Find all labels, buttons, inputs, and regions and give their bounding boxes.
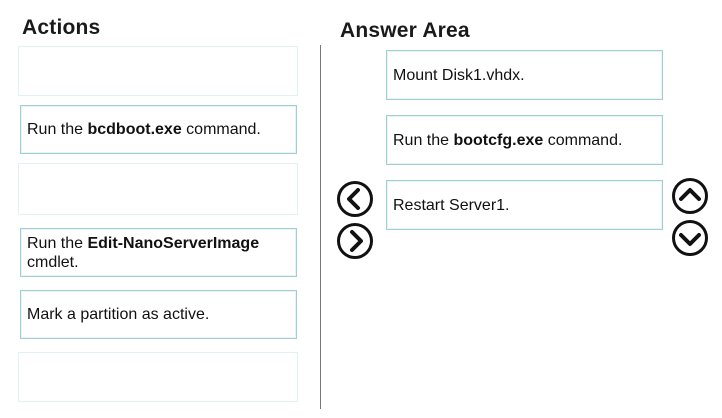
action-slot-empty bbox=[18, 352, 298, 402]
chevron-right-circle-icon bbox=[337, 223, 373, 259]
action-item-label: Run the bcdboot.exe command. bbox=[27, 121, 261, 138]
divider bbox=[320, 45, 321, 409]
chevron-down-circle-icon bbox=[672, 220, 708, 256]
action-item-mark-partition[interactable]: Mark a partition as active. bbox=[20, 290, 297, 339]
chevron-up-circle-icon bbox=[672, 178, 708, 214]
move-right-button[interactable] bbox=[336, 222, 374, 260]
action-slot-empty bbox=[18, 46, 298, 96]
action-item-bcdboot[interactable]: Run the bcdboot.exe command. bbox=[20, 105, 297, 154]
answer-item-label: Mount Disk1.vhdx. bbox=[393, 66, 525, 84]
chevron-left-circle-icon bbox=[337, 181, 373, 217]
action-slot-empty bbox=[18, 163, 298, 215]
answer-item-bootcfg[interactable]: Run the bootcfg.exe command. bbox=[386, 115, 663, 165]
action-item-edit-nanoserverimage[interactable]: Run the Edit-NanoServerImage cmdlet. bbox=[20, 228, 297, 277]
actions-heading: Actions bbox=[22, 16, 101, 39]
answer-item-label: Restart Server1. bbox=[393, 196, 510, 214]
action-item-label: Run the Edit-NanoServerImage cmdlet. bbox=[27, 234, 260, 271]
move-up-button[interactable] bbox=[671, 177, 709, 215]
answer-item-restart-server[interactable]: Restart Server1. bbox=[386, 180, 663, 230]
answer-item-mount-disk[interactable]: Mount Disk1.vhdx. bbox=[386, 50, 663, 100]
move-down-button[interactable] bbox=[671, 219, 709, 257]
answer-area-heading: Answer Area bbox=[340, 19, 470, 42]
answer-item-label: Run the bootcfg.exe command. bbox=[393, 131, 623, 149]
action-item-label: Mark a partition as active. bbox=[27, 306, 210, 323]
move-left-button[interactable] bbox=[336, 180, 374, 218]
